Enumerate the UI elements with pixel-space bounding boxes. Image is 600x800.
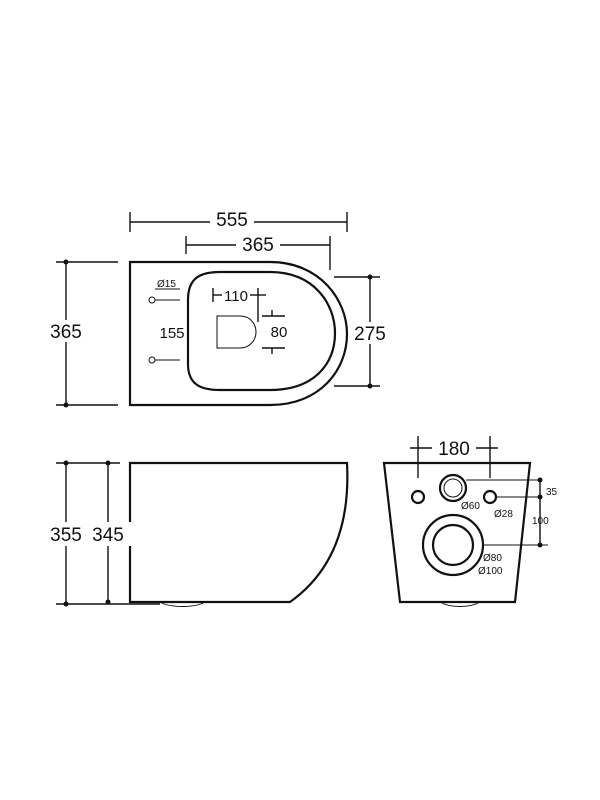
dim-dot	[367, 274, 373, 280]
label-fixing-hole-diameter: Ø15	[157, 279, 176, 290]
side-view-outline	[128, 461, 349, 604]
water-inlet-inner	[443, 478, 463, 498]
rear-view-foot	[439, 601, 481, 607]
bolt-hole-left	[410, 489, 426, 505]
rear-view: 180 35 100 Ø60 Ø28 Ø80 Ø100	[382, 436, 558, 607]
dim-dot	[367, 383, 373, 389]
side-view: 355 345	[44, 460, 349, 607]
top-view-bowl-opening	[186, 270, 337, 392]
dim-label-fixing-spacing: 110	[224, 288, 248, 305]
dim-label-opening-width: 275	[354, 324, 386, 345]
dim-label-bowl-opening: 365	[242, 235, 274, 256]
dim-dot	[63, 601, 69, 607]
label-bg	[44, 320, 88, 342]
dim-dot	[537, 542, 543, 548]
label-bolt-hole-diameter: Ø28	[494, 509, 513, 520]
label-bg	[210, 208, 254, 230]
dim-label-seat-offset: 80	[271, 324, 288, 341]
dim-label-height-body: 345	[92, 525, 124, 546]
dim-label-offset-35: 35	[546, 487, 558, 498]
dim-label-bolt-spacing: 180	[438, 439, 470, 460]
dim-label-offset-100: 100	[532, 516, 549, 527]
dim-dot	[105, 460, 111, 466]
outlet-inner	[431, 523, 475, 567]
label-water-inlet-diameter: Ø60	[461, 501, 480, 512]
dim-label-overall-length: 555	[216, 210, 248, 231]
label-outlet-inner-diameter: Ø80	[483, 553, 502, 564]
dim-label-seat-hole-spacing: 155	[159, 325, 184, 342]
dim-dot	[63, 460, 69, 466]
fixing-hole-top	[148, 296, 156, 304]
top-view-outline	[128, 260, 349, 407]
dim-dot	[537, 494, 543, 500]
label-bg	[44, 522, 132, 546]
bolt-hole-right	[482, 489, 498, 505]
label-outlet-outer-diameter: Ø100	[478, 566, 503, 577]
dim-label-overall-width: 365	[50, 322, 82, 343]
water-inlet-outer	[438, 473, 468, 503]
label-bg	[349, 322, 391, 344]
side-view-foot	[159, 601, 206, 607]
label-bg	[236, 233, 280, 255]
dim-dot	[63, 259, 69, 265]
dim-dot	[63, 402, 69, 408]
top-view: 555 365 365 275 Ø15 155	[44, 208, 391, 408]
dim-dot	[105, 599, 111, 605]
fixing-hole-bottom	[148, 356, 156, 364]
top-view-drain-shape	[216, 315, 257, 349]
rear-view-outline	[382, 461, 532, 604]
dim-label-height-total: 355	[50, 525, 82, 546]
dim-dot	[537, 477, 543, 483]
